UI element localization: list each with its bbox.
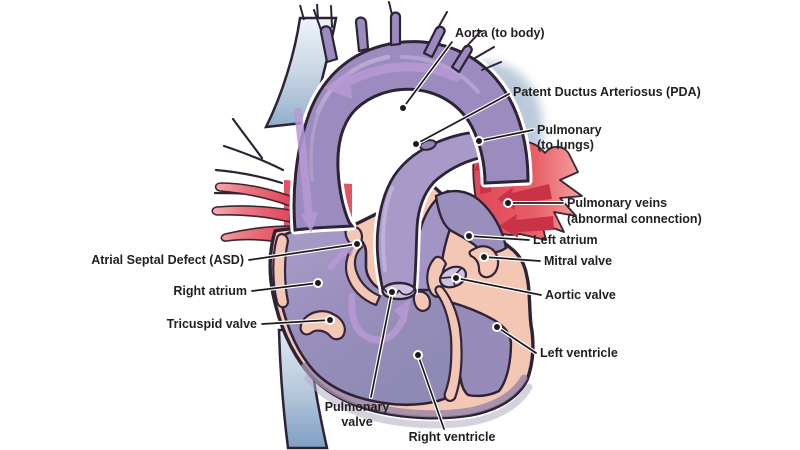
aortic-arch (289, 37, 533, 235)
label-pulmonary-artery-2: (to lungs) (537, 138, 594, 152)
label-pulmonary-veins-1: Pulmonary veins (567, 196, 667, 210)
atrial-septum (344, 240, 382, 307)
svc-branch-lines (299, 3, 319, 21)
label-pda: Patent Ductus Arteriosus (PDA) (513, 85, 701, 99)
leader-aortic-valve (455, 277, 542, 296)
flow-arrow-arch-left (339, 62, 461, 89)
label-tricuspid-valve: Tricuspid valve (167, 317, 257, 331)
label-aorta: Aorta (to body) (455, 26, 545, 40)
leader-tricuspid-valve (261, 319, 331, 325)
red-flow-arrow-left-2 (499, 214, 554, 238)
arch-branch-vessels (319, 11, 473, 74)
label-pulmonary-veins-2: (abnormal connection) (567, 212, 702, 226)
branch-whisker-lines (313, 1, 502, 71)
leader-lines (247, 40, 565, 431)
leader-mitral-valve (483, 256, 541, 262)
leader-pda (415, 93, 510, 145)
label-right-atrium: Right atrium (173, 284, 247, 298)
label-pulmonary-valve-2: valve (341, 415, 372, 429)
leader-pulmonary-artery (478, 129, 534, 142)
patent-ductus-arteriosus (419, 139, 437, 151)
interventricular-septum (434, 285, 463, 402)
leader-left-atrium (468, 235, 530, 241)
leader-left-ventricle (496, 326, 537, 354)
label-pulmonary-valve-1: Pulmonary (325, 400, 390, 414)
leader-right-ventricle (417, 354, 445, 430)
right-atrium-wall-bar (272, 233, 290, 309)
label-mitral-valve: Mitral valve (544, 254, 612, 268)
heart-bottom-shade (301, 362, 528, 418)
flow-arrow-rv (348, 292, 406, 344)
flow-arrow-svc-down (294, 108, 313, 222)
labels: Aorta (to body) Patent Ductus Arteriosus… (91, 26, 702, 444)
label-right-ventricle: Right ventricle (409, 430, 496, 444)
conus-knob (412, 290, 432, 312)
label-aortic-valve: Aortic valve (545, 288, 616, 302)
label-pulmonary-artery-1: Pulmonary (537, 123, 602, 137)
heart-shadow (304, 374, 533, 429)
label-asd: Atrial Septal Defect (ASD) (91, 253, 244, 267)
leader-pulmonary-valve (370, 291, 393, 398)
leader-asd (248, 243, 358, 261)
label-left-ventricle: Left ventricle (540, 346, 618, 360)
label-left-atrium: Left atrium (533, 233, 598, 247)
label-dots (313, 103, 513, 360)
leader-right-atrium (251, 282, 319, 292)
leader-aorta (402, 41, 453, 109)
